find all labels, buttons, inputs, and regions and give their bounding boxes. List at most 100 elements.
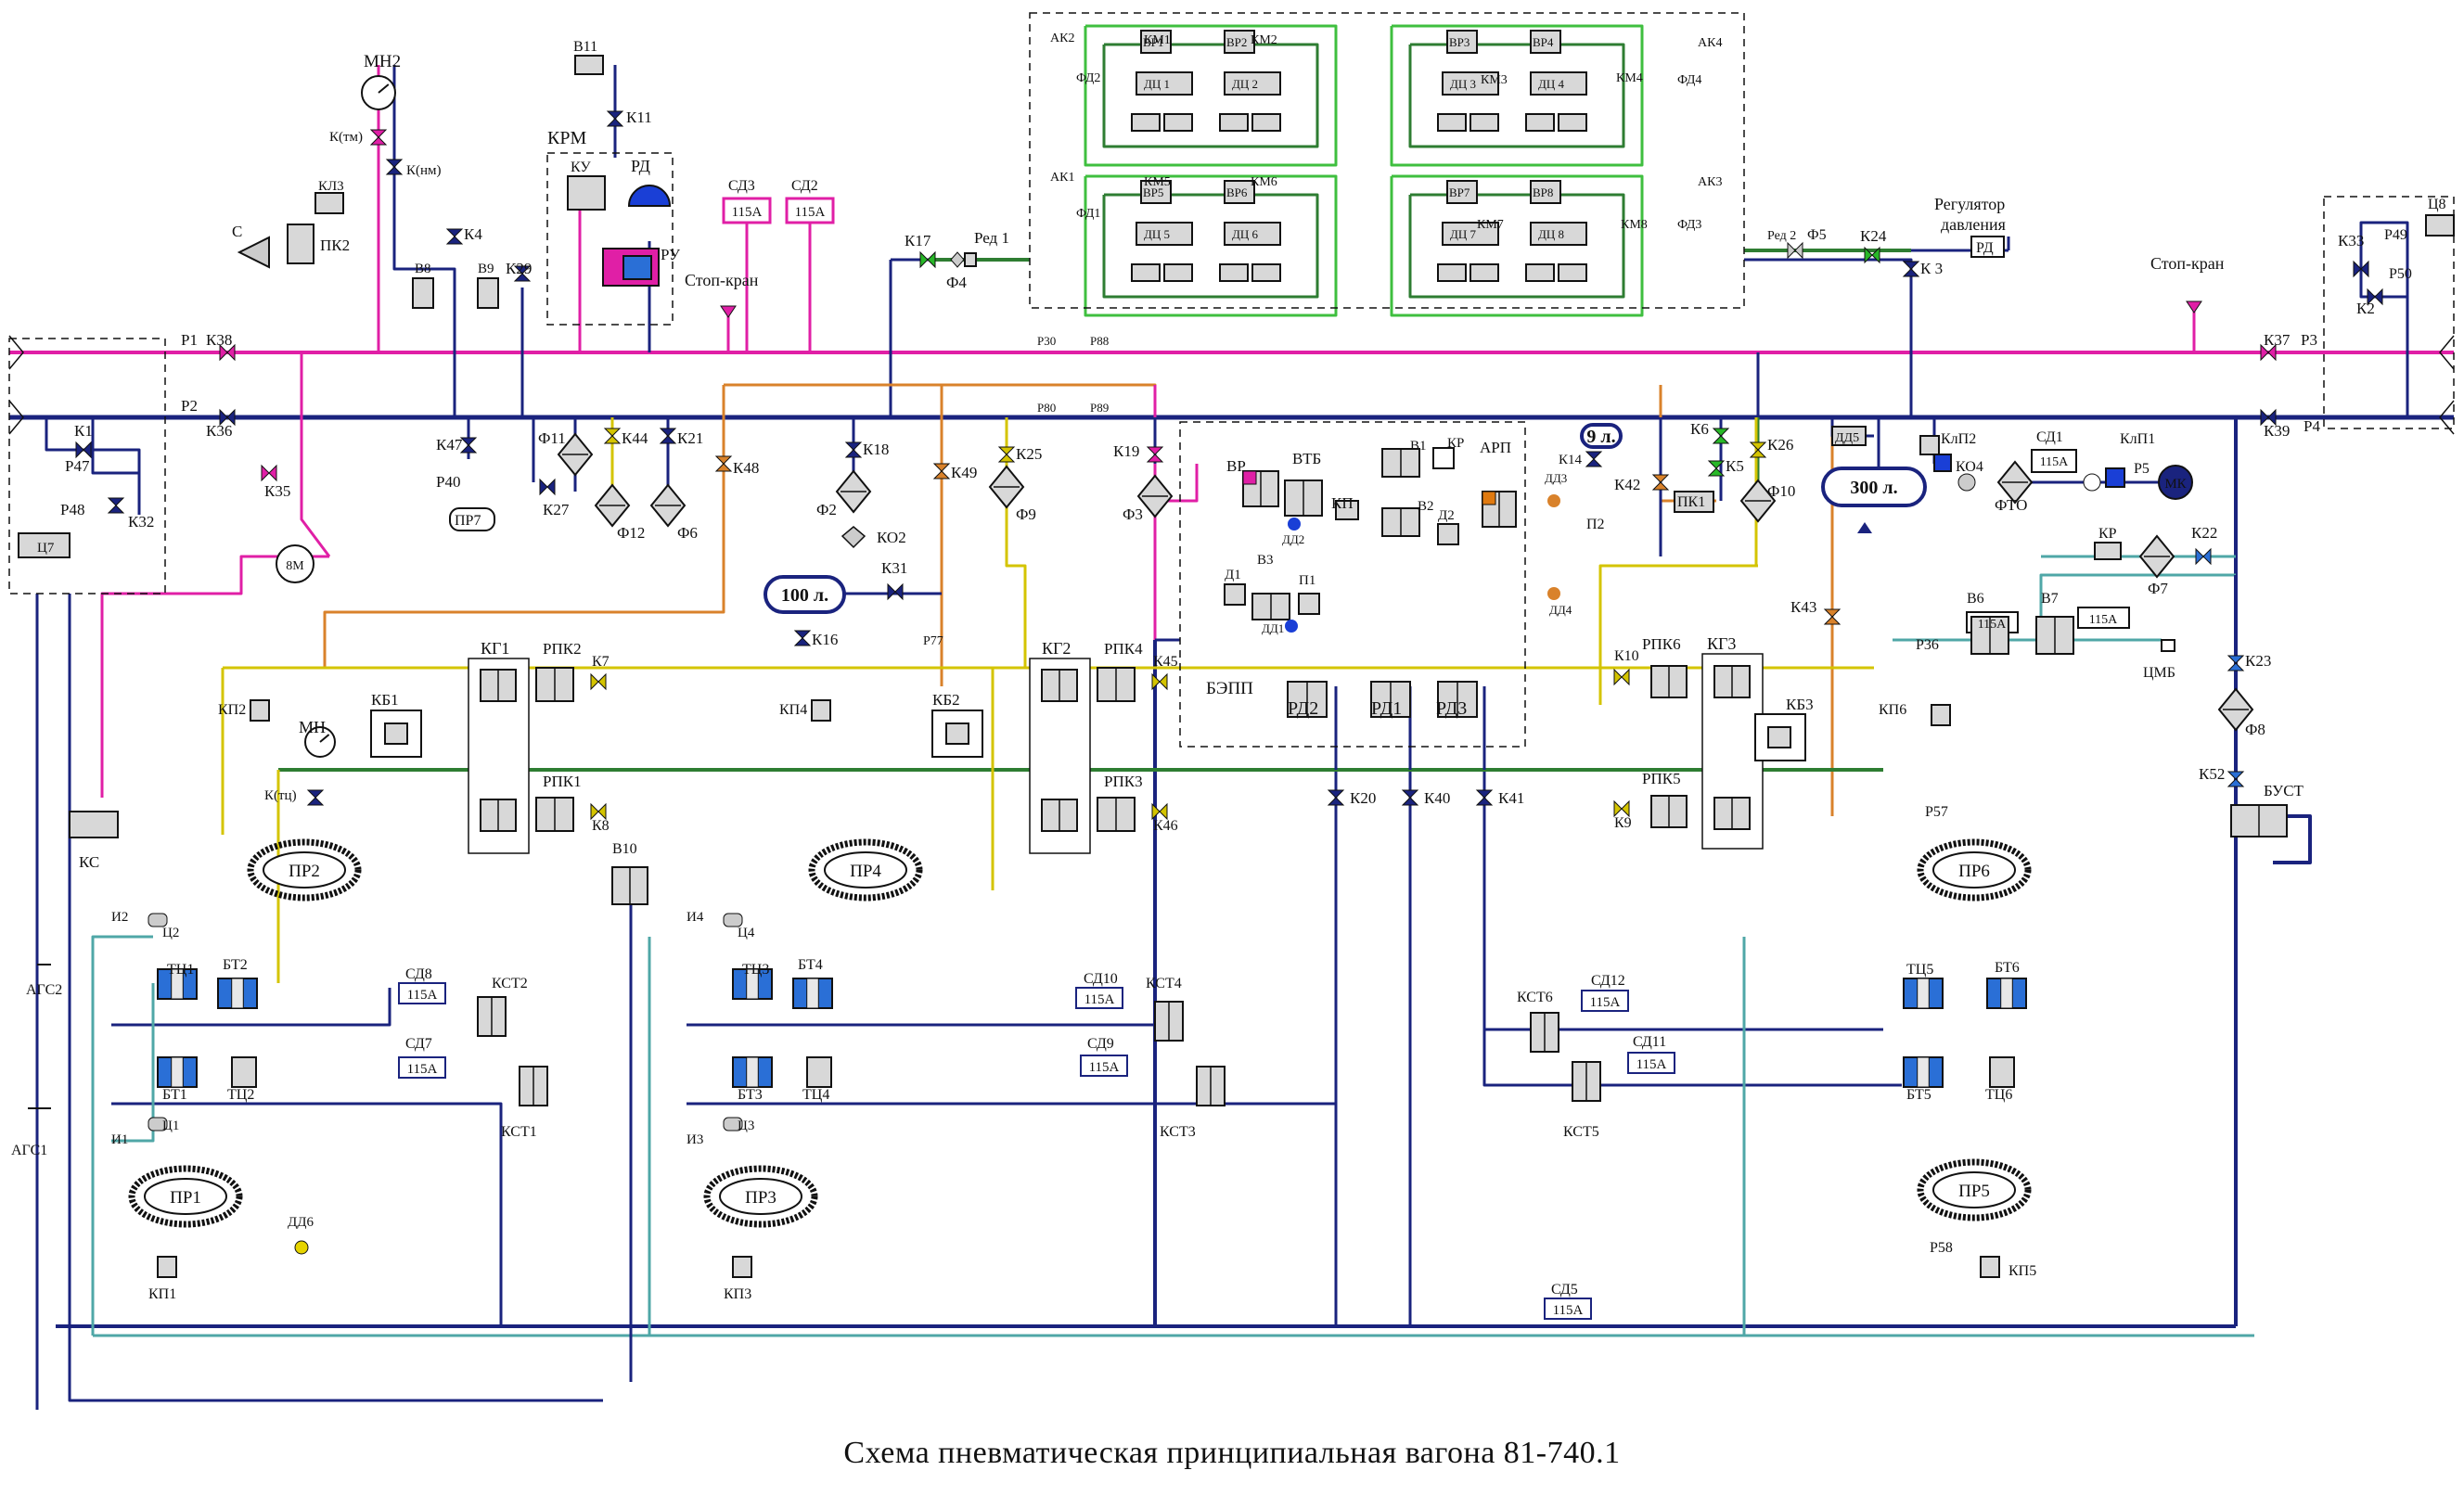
label-k4: К4 [464, 225, 482, 243]
label-c1: Ц1 [162, 1119, 179, 1133]
k4-valve-icon [445, 228, 464, 245]
label-v100: 100 л. [781, 585, 828, 606]
k10-valve-icon [1613, 668, 1630, 686]
bogie-vr2 [1530, 180, 1561, 204]
label-ko4: КО4 [1956, 459, 1983, 475]
bogie-c3 [1219, 113, 1249, 132]
label-kl3: КЛ3 [318, 179, 344, 194]
label-ak2: АК2 [1050, 32, 1074, 45]
label-c2: Ц2 [162, 926, 179, 940]
label-dd3: ДД3 [1545, 471, 1567, 485]
label-sd3: СД3 [728, 178, 755, 194]
bogie-c2 [1469, 113, 1499, 132]
sd8-sensor-box [398, 982, 446, 1004]
kp-box [1335, 500, 1359, 520]
label-k11: К11 [626, 109, 652, 126]
sd5-sensor-box [1544, 1298, 1592, 1320]
label-dc4: ДЦ 4 [1538, 77, 1565, 91]
label-d1: Д1 [1225, 568, 1241, 582]
label-a115: 115А [732, 205, 763, 220]
label-m8: 8М [286, 559, 304, 573]
label-kst4: КСТ4 [1146, 976, 1182, 991]
label-k46: К46 [1153, 818, 1178, 834]
label-ak4: АК4 [1698, 36, 1722, 50]
bogie-c4 [1558, 263, 1587, 282]
label-mk: МК [2164, 477, 2187, 492]
label-dd5: ДД5 [1835, 431, 1859, 445]
k21-valve-icon [659, 428, 677, 444]
ags-line-2 [68, 594, 603, 1402]
bogie-dc2 [1224, 71, 1281, 96]
dashed-boundaries [8, 12, 2455, 748]
label-sd8: СД8 [405, 966, 432, 982]
label-a115: 115А [1553, 1303, 1584, 1318]
label-kb3: КБ3 [1786, 696, 1814, 713]
label-p50: Р50 [2389, 266, 2412, 282]
label-km5: КМ5 [1144, 175, 1171, 189]
label-k37: К37 [2264, 331, 2291, 349]
label-sd11: СД11 [1633, 1034, 1666, 1050]
k48-orange [323, 385, 725, 668]
label-ak1: АК1 [1050, 171, 1074, 185]
label-p57: Р57 [1925, 804, 1948, 820]
label-bust: БУСТ [2264, 782, 2304, 799]
label-kg3: КГ3 [1707, 634, 1736, 653]
k44-valve-icon [603, 428, 622, 444]
label-v7: В7 [2041, 591, 2059, 607]
label-sd10: СД10 [1084, 971, 1118, 987]
label-rpk5: РПК5 [1642, 770, 1681, 787]
label-k2: К2 [2356, 300, 2375, 317]
rd-dome [627, 185, 672, 207]
label-klp2: КлП2 [1941, 431, 1976, 447]
box-bogie-valves [1029, 12, 1745, 309]
bogie-c1 [1437, 113, 1467, 132]
label-kp2: КП2 [218, 702, 246, 718]
label-kg1: КГ1 [481, 639, 509, 658]
bogie-loop [1390, 24, 1644, 167]
label-k32: К32 [128, 513, 154, 531]
label-p3: Р3 [2301, 331, 2317, 349]
label-pr3: ПР3 [745, 1188, 776, 1208]
label-fto: ФТО [1995, 496, 2027, 514]
gauge-needle [319, 734, 330, 743]
k18-valve-icon [844, 441, 863, 458]
kl3-box [314, 192, 344, 214]
label-c3: Ц3 [738, 1119, 754, 1133]
stop-kran-right-icon [2186, 300, 2202, 313]
label-bt1: БТ1 [162, 1087, 187, 1103]
label-k3: К 3 [1920, 260, 1943, 277]
k19-valve-icon [1146, 446, 1164, 463]
label-sd9: СД9 [1087, 1036, 1114, 1052]
label-mn: МН [299, 718, 326, 736]
bogie-c3 [1525, 263, 1555, 282]
spring-pr2 [247, 838, 362, 901]
label-v9l: 9 л. [1586, 427, 1615, 447]
bogie-dc2 [1224, 222, 1281, 246]
tank-v300 [1821, 467, 1927, 507]
cylinder-piston [746, 968, 759, 1000]
tank-v9l [1580, 423, 1623, 449]
label-p4: Р4 [2304, 417, 2320, 435]
label-tc5: ТЦ5 [1906, 962, 1933, 978]
diagram-caption: Схема пневматическая принципиальная ваго… [843, 1436, 1621, 1470]
label-kp4: КП4 [779, 702, 807, 718]
bottom-left-loop [111, 988, 391, 1027]
label-v6: В6 [1967, 591, 1984, 607]
c4-tank [723, 913, 743, 927]
kp6-box [1931, 704, 1951, 726]
kp2-box [250, 699, 270, 722]
label-vtb: ВТБ [1292, 450, 1321, 467]
label-i1: И1 [111, 1132, 128, 1147]
bogie-c4 [1558, 113, 1587, 132]
spring-pr4 [808, 838, 923, 901]
label-sd5: СД5 [1551, 1282, 1578, 1298]
kp1-box [157, 1256, 177, 1278]
label-p2: Р2 [181, 397, 198, 415]
c8-cylinder [2425, 214, 2455, 237]
bogie-c3 [1525, 113, 1555, 132]
c1-tank [148, 1117, 168, 1132]
label-p5: Р5 [2134, 461, 2150, 477]
k26-valve-icon [1749, 441, 1767, 458]
label-km4: КМ4 [1616, 71, 1643, 85]
